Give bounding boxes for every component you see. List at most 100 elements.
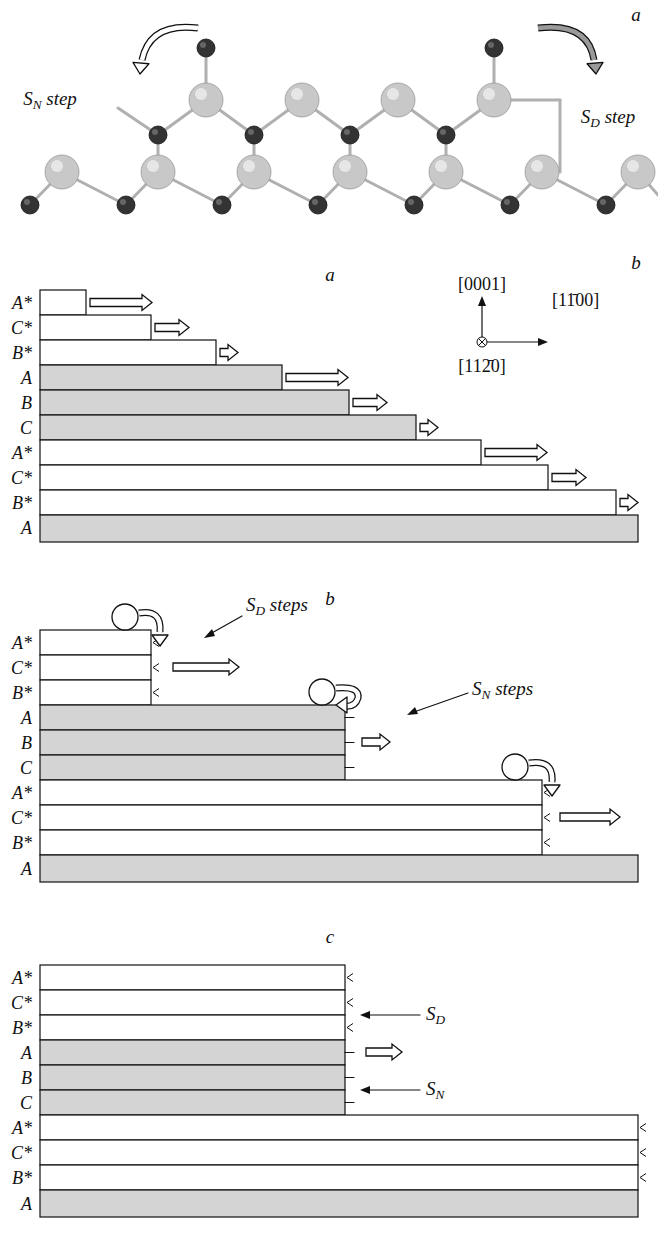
growth-arrow xyxy=(173,659,239,675)
layer-letter: A* xyxy=(12,294,32,312)
atom-highlight xyxy=(200,42,206,48)
crystal-layer xyxy=(40,990,345,1015)
crystal-layer xyxy=(40,1040,345,1065)
layer-letter: B* xyxy=(12,834,32,852)
ga-atom xyxy=(237,155,271,189)
step-label: SD step xyxy=(581,107,635,129)
leader-arrowhead xyxy=(204,629,215,638)
layer-letter: A xyxy=(21,369,32,387)
layer-letter: A xyxy=(21,709,32,727)
sd-step-mark xyxy=(153,689,159,697)
layer-letter: C* xyxy=(11,1144,32,1162)
ga-atom xyxy=(141,155,175,189)
growth-arrow xyxy=(366,1044,402,1060)
layer-letter: A xyxy=(21,860,32,878)
layer-letter: C* xyxy=(11,659,32,677)
atom-highlight xyxy=(408,199,414,205)
growth-arrow xyxy=(155,320,189,336)
crystal-layer xyxy=(40,680,151,705)
n-atom xyxy=(501,196,519,214)
growth-arrow xyxy=(353,395,387,411)
layer-letter: A xyxy=(21,1195,32,1213)
layer-letter: A* xyxy=(12,634,32,652)
step-label: SD xyxy=(426,1004,445,1026)
crystal-layer xyxy=(40,365,282,390)
hop-arrow xyxy=(538,27,594,60)
n-atom xyxy=(149,126,167,144)
substrate-layer xyxy=(40,515,638,542)
sd-step-mark xyxy=(347,999,353,1007)
leader-line xyxy=(414,693,468,712)
atom-highlight xyxy=(344,129,350,135)
hop-arrow xyxy=(529,762,552,782)
panel-letter: b xyxy=(325,589,335,608)
crystal-layer xyxy=(40,630,151,655)
sd-step-mark xyxy=(640,1149,646,1157)
ga-atom xyxy=(621,155,655,189)
layer-letter: B* xyxy=(12,684,32,702)
layer-letter: A* xyxy=(12,1119,32,1137)
axis-cross xyxy=(479,339,486,346)
hop-arrow xyxy=(142,27,198,60)
atom-highlight xyxy=(120,199,126,205)
layer-letter: A xyxy=(21,519,32,537)
atom-highlight xyxy=(435,160,447,172)
hop-arrow xyxy=(139,612,160,632)
n-atom xyxy=(117,196,135,214)
atom-highlight xyxy=(627,160,639,172)
growth-arrow xyxy=(560,809,620,825)
panel-letter: a xyxy=(631,5,641,24)
sn-step-mark xyxy=(345,717,354,718)
leader-arrowhead xyxy=(360,1011,370,1019)
axis-arrowhead xyxy=(478,296,486,306)
n-atom xyxy=(197,39,215,57)
hop-arrowhead xyxy=(133,62,149,74)
axis-label: [0001] xyxy=(458,275,506,293)
n-atom xyxy=(437,126,455,144)
n-atom xyxy=(597,196,615,214)
crystal-layer xyxy=(40,830,542,855)
crystal-layer xyxy=(40,1140,638,1165)
substrate-layer xyxy=(40,855,638,882)
sd-step-mark xyxy=(640,1124,646,1132)
leader-arrowhead xyxy=(407,707,418,715)
axis-line xyxy=(482,341,542,342)
axis-arrowhead xyxy=(538,338,548,346)
layer-letter: C xyxy=(20,1094,32,1112)
atom-highlight xyxy=(339,160,351,172)
growth-arrow xyxy=(90,295,152,311)
sn-step-mark xyxy=(345,1102,354,1103)
atom-highlight xyxy=(216,199,222,205)
axis-label: [11̄00] xyxy=(552,291,599,309)
layer-letter: C* xyxy=(11,319,32,337)
sd-step-mark xyxy=(347,1024,353,1032)
step-label: SD steps xyxy=(246,595,308,617)
atom-highlight xyxy=(483,88,495,100)
atom-highlight xyxy=(504,199,510,205)
axis-cross xyxy=(479,339,486,346)
crystal-layer xyxy=(40,440,481,465)
atom-highlight xyxy=(195,88,207,100)
atom-highlight xyxy=(440,129,446,135)
hop-arrowhead xyxy=(544,785,560,796)
n-atom xyxy=(405,196,423,214)
panel-letter: b xyxy=(631,253,641,272)
hop-arrowhead xyxy=(336,697,347,713)
growth-arrow xyxy=(286,370,348,386)
n-atom xyxy=(485,39,503,57)
bond-line xyxy=(559,100,562,172)
step-label: SN step xyxy=(23,89,77,111)
growth-arrow xyxy=(220,345,238,361)
adatom xyxy=(502,754,528,780)
crystal-layer xyxy=(40,340,216,365)
growth-arrow xyxy=(362,734,390,750)
sn-step-mark xyxy=(345,1077,354,1078)
step-label: SN steps xyxy=(472,679,533,701)
crystal-layer xyxy=(40,965,345,990)
layer-letter: A* xyxy=(12,444,32,462)
leader-line xyxy=(368,1089,420,1090)
atom-highlight xyxy=(387,88,399,100)
sd-step-mark xyxy=(153,664,159,672)
crystal-layer xyxy=(40,315,151,340)
